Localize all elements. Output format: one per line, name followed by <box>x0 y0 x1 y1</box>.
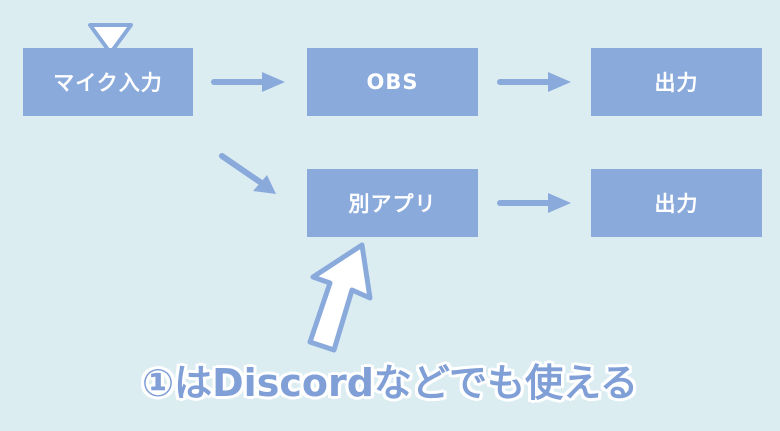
node-other-app-label: 別アプリ <box>348 192 437 216</box>
arrow-obs-to-output <box>497 72 571 92</box>
node-obs: OBS <box>307 48 478 116</box>
caption-note: ①はDiscordなどでも使える <box>141 361 639 405</box>
node-mic-input: マイク入力 <box>23 48 193 116</box>
node-other-app: 別アプリ <box>307 169 478 237</box>
arrow-other-app-to-output <box>497 193 571 213</box>
node-mic-input-label: マイク入力 <box>53 71 163 95</box>
triangle-marker-icon <box>88 23 133 55</box>
node-output-bottom-label: 出力 <box>654 192 699 216</box>
node-output-top-label: 出力 <box>654 71 699 95</box>
node-obs-label: OBS <box>366 70 419 94</box>
arrow-mic-to-obs <box>211 72 285 92</box>
node-output-top: 出力 <box>591 48 762 116</box>
node-output-bottom: 出力 <box>591 169 762 237</box>
callout-arrow-icon <box>307 242 373 353</box>
arrow-mic-to-other-app <box>219 153 276 194</box>
